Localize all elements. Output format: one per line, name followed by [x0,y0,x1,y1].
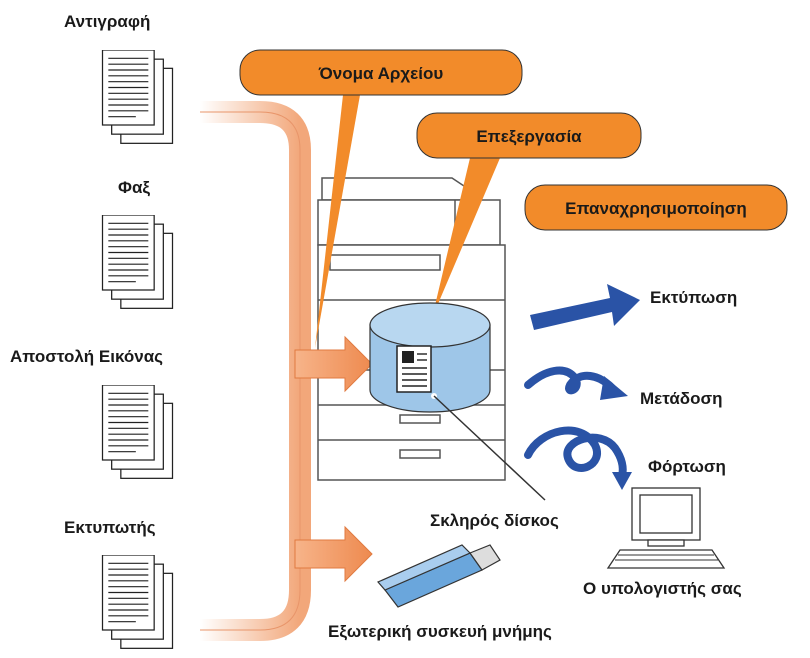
output-print-label: Εκτύπωση [650,288,738,307]
source-pipe [200,101,311,641]
source-printer-label: Εκτυπωτής [64,518,156,537]
copy-document-icon [101,50,174,145]
reuse-callout: Επαναχρησιμοποίηση [524,184,788,231]
hard-disk-icon [369,302,546,501]
reuse-callout-label: Επαναχρησιμοποίηση [565,199,747,218]
filename-callout-label: Όνομα Αρχείου [318,64,444,83]
image-send-document-icon [101,385,174,480]
input-arrow-external [294,525,373,583]
computer-label: Ο υπολογιστής σας [583,579,742,598]
input-arrow-disk [294,335,373,393]
hard-disk-label: Σκληρός δίσκος [430,511,559,530]
edit-callout-label: Επεξεργασία [476,127,582,146]
download-arrow [524,426,632,490]
usb-memory-icon [377,544,501,608]
external-memory-label: Εξωτερική συσκευή μνήμης [328,622,552,641]
source-copy-label: Αντιγραφή [64,12,151,31]
output-transmit-label: Μετάδοση [640,389,723,408]
transmit-arrow [524,366,628,400]
source-fax-label: Φαξ [118,178,150,197]
printer-document-icon [101,555,174,650]
computer-icon [606,487,726,569]
print-arrow [530,284,640,330]
fax-document-icon [101,215,174,310]
edit-callout: Επεξεργασία [416,112,642,318]
filename-callout: Όνομα Αρχείου [239,49,523,348]
source-image-send-label: Αποστολή Εικόνας [10,347,163,366]
output-download-label: Φόρτωση [648,457,726,476]
